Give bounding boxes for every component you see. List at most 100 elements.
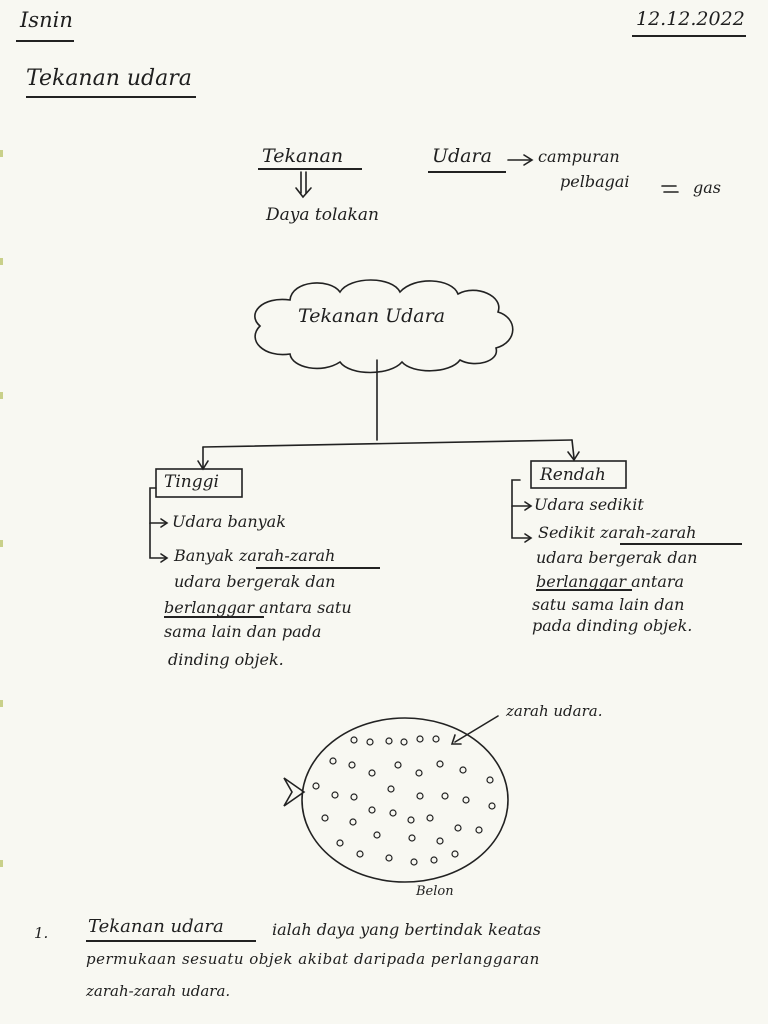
tree-branch [202, 439, 573, 448]
left-bullet-connector [149, 522, 167, 559]
rendah-point-2-line-5: pada dinding objek. [532, 616, 693, 635]
footnote-line-2: permukaan sesuatu objek akibat daripada … [86, 950, 540, 968]
right-bullet-connector [511, 505, 531, 539]
balloon-caption: Belon [416, 884, 454, 899]
air-particle [430, 856, 438, 864]
air-particle [356, 850, 364, 858]
footnote-line-1-rest: ialah daya yang bertindak keatas [272, 920, 542, 939]
air-particle [394, 761, 402, 769]
balloon-knot [283, 777, 306, 807]
air-particle [373, 831, 381, 839]
air-particle [436, 837, 444, 845]
page-title: Tekanan udara [26, 66, 192, 91]
tinggi-point-2-line-2: udara bergerak dan [174, 572, 336, 591]
tinggi-label: Tinggi [164, 472, 219, 492]
tinggi-box [155, 468, 243, 498]
air-particle [400, 738, 408, 746]
date-label: 12.12.2022 [636, 8, 745, 30]
left-bullet-connector [149, 487, 167, 524]
rendah-berlanggar-underline [536, 589, 632, 591]
air-particle [432, 735, 440, 743]
air-particle [385, 854, 393, 862]
day-label: Isnin [20, 8, 73, 32]
air-particle [312, 782, 320, 790]
particle-label: zarah udara. [506, 702, 603, 720]
cloud-label: Tekanan Udara [298, 305, 446, 327]
tinggi-point-2-line-3: berlanggar antara satu [164, 598, 352, 617]
air-particle [408, 834, 416, 842]
margin-mark [0, 150, 3, 157]
arrow-right-head [523, 154, 534, 166]
title-underline [26, 96, 196, 98]
air-particle [488, 802, 496, 810]
margin-mark [0, 860, 3, 867]
tinggi-point-2-line-1: Banyak zarah-zarah [174, 546, 336, 565]
rendah-point-1: Udara sedikit [534, 495, 644, 514]
air-particle [426, 814, 434, 822]
margin-mark [0, 258, 3, 265]
air-particle [329, 757, 337, 765]
tinggi-point-2-line-4: sama lain dan pada [164, 622, 322, 641]
air-particle [350, 793, 358, 801]
air-particle [366, 738, 374, 746]
rendah-zarah-underline [620, 543, 742, 545]
air-particle [348, 761, 356, 769]
footnote-line-3: zarah-zarah udara. [86, 982, 231, 1000]
margin-mark [0, 540, 3, 547]
term-tekanan-underline [258, 168, 362, 170]
cloud-shape [254, 279, 514, 374]
date-underline [632, 35, 746, 37]
air-particle [475, 826, 483, 834]
margin-mark [0, 700, 3, 707]
air-particle [416, 735, 424, 743]
air-particle [454, 824, 462, 832]
air-particle [350, 736, 358, 744]
tree-right-drop [571, 439, 575, 459]
air-particle [451, 850, 459, 858]
right-bullet-connector [511, 479, 531, 507]
particle-pointer-line [454, 715, 499, 743]
air-particle [416, 792, 424, 800]
air-particle [486, 776, 494, 784]
term-udara-meaning-2: pelbagai [560, 172, 630, 191]
air-particle [331, 791, 339, 799]
footnote-number: 1. [34, 924, 49, 942]
footnote-term: Tekanan udara [88, 916, 224, 937]
air-particle [368, 806, 376, 814]
term-tekanan-meaning: Daya tolakan [266, 205, 379, 225]
particle-pointer-arrow [450, 734, 462, 745]
right-bullet-arrow [524, 533, 533, 543]
air-particle [321, 814, 329, 822]
rendah-label: Rendah [540, 465, 606, 485]
left-bullet-arrow [160, 518, 169, 528]
right-bullet-arrow [524, 501, 533, 511]
term-tekanan: Tekanan [262, 145, 344, 167]
tree-right-arrowhead [567, 451, 580, 462]
term-udara: Udara [432, 145, 492, 167]
air-particle [385, 737, 393, 745]
air-particle [349, 818, 357, 826]
footnote-term-underline [86, 940, 256, 942]
air-particle [389, 809, 397, 817]
tinggi-berlanggar-underline [164, 616, 264, 618]
term-udara-meaning-1: campuran [538, 147, 620, 166]
air-particle [407, 816, 415, 824]
arrow-down-head [295, 187, 312, 199]
term-udara-meaning-3: gas [693, 178, 721, 197]
term-udara-underline [428, 171, 506, 173]
air-particle [368, 769, 376, 777]
air-particle [410, 858, 418, 866]
air-particle [415, 769, 423, 777]
rendah-point-2-line-1: Sedikit zarah-zarah [538, 523, 697, 542]
air-particle [387, 785, 395, 793]
rendah-box [530, 460, 627, 489]
rendah-point-2-line-4: satu sama lain dan [532, 595, 685, 614]
air-particle [436, 760, 444, 768]
rendah-point-2-line-2: udara bergerak dan [536, 548, 698, 567]
air-particle [462, 796, 470, 804]
air-particles [312, 735, 496, 866]
day-underline [16, 40, 74, 42]
air-particle [336, 839, 344, 847]
rendah-point-2-line-3: berlanggar antara [536, 572, 685, 591]
